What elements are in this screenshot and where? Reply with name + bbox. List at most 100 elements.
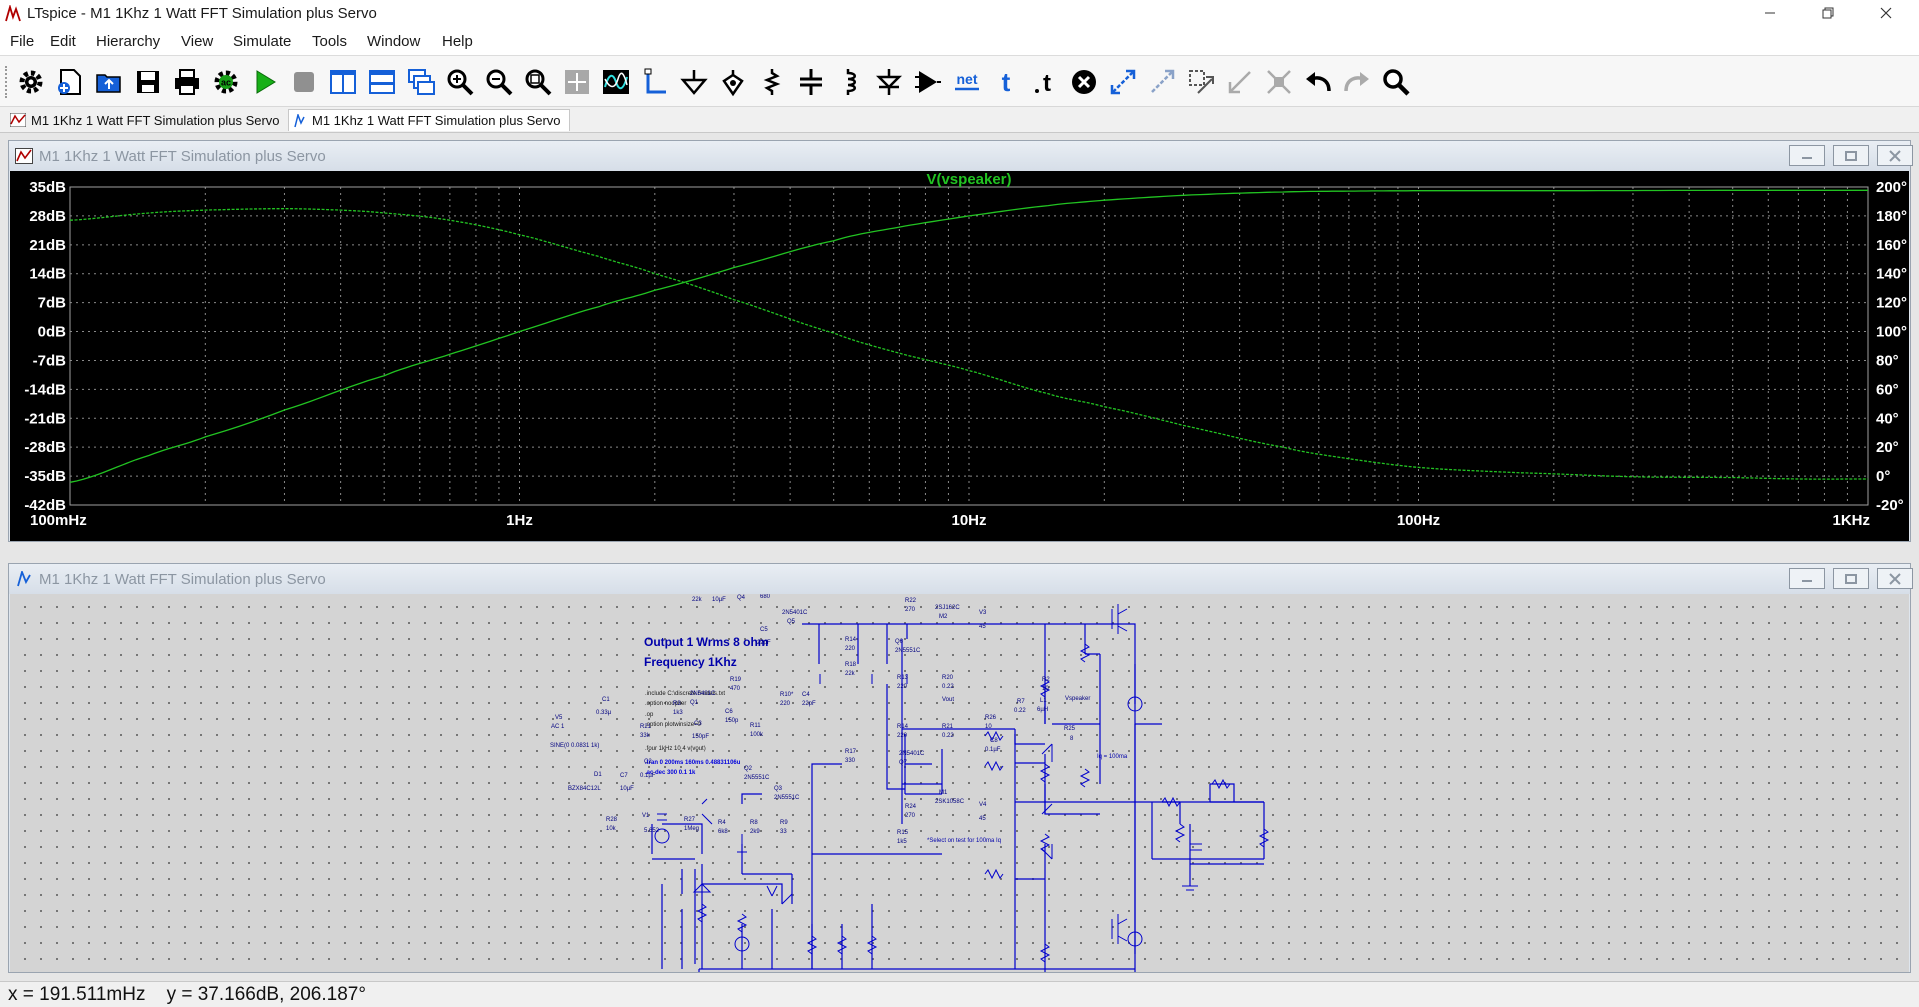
waveform-close-button[interactable]: [1877, 145, 1913, 166]
net-label-button[interactable]: [716, 65, 750, 99]
run-button[interactable]: [248, 65, 282, 99]
component-label: Q2: [744, 766, 753, 772]
menu-hierarchy[interactable]: Hierarchy: [96, 33, 161, 50]
title-bar: LTspice - M1 1Khz 1 Watt FFT Simulation …: [0, 0, 1919, 29]
note-iq[interactable]: Iq = 100ma: [1097, 754, 1128, 760]
schematic-title-frequency[interactable]: Frequency 1Khz: [644, 655, 737, 669]
note-select-on-test[interactable]: *Select on test for 100ma Iq: [927, 838, 1001, 844]
schematic-drawing[interactable]: Output 1 Wrms 8 ohm Frequency 1Khz .incl…: [10, 568, 1909, 981]
menu-edit[interactable]: Edit: [50, 33, 76, 50]
spice-directive-button[interactable]: t: [1028, 65, 1062, 99]
component-button[interactable]: [911, 65, 945, 99]
zoom-out-button[interactable]: [482, 65, 516, 99]
menu-view[interactable]: View: [181, 33, 214, 50]
inductor-button[interactable]: [833, 65, 867, 99]
cursor-readout: x = 191.511mHz y = 37.166dB, 206.187°: [8, 984, 366, 1005]
schematic-close-button[interactable]: [1877, 568, 1913, 589]
component-label: Q1: [690, 700, 699, 706]
component-label: 220: [780, 701, 791, 707]
waveform-plot[interactable]: 35dB28dB21dB14dB7dB0dB-7dB-14dB-21dB-28d…: [10, 171, 1909, 541]
find-button[interactable]: [1379, 65, 1413, 99]
settings-button[interactable]: [14, 65, 48, 99]
schematic-canvas[interactable]: Output 1 Wrms 8 ohm Frequency 1Khz .incl…: [10, 568, 1909, 981]
spice-directive-line[interactable]: .four 1kHz 10 4 v(vout): [645, 746, 706, 752]
stop-icon: [294, 72, 314, 92]
cut-button[interactable]: [1067, 65, 1101, 99]
tile-horizontal-button[interactable]: [365, 65, 399, 99]
pan-button[interactable]: [560, 65, 594, 99]
schematic-minimize-button[interactable]: [1789, 568, 1825, 589]
resistor-button[interactable]: [755, 65, 789, 99]
series-phase-line[interactable]: [69, 208, 1868, 480]
menu-window[interactable]: Window: [367, 33, 421, 50]
move-button[interactable]: [1106, 65, 1140, 99]
cascade-button[interactable]: [404, 65, 438, 99]
component-label: R2: [1042, 677, 1050, 683]
component-label: 8: [1070, 736, 1074, 742]
save-button[interactable]: [131, 65, 165, 99]
spice-directive-line[interactable]: .include C:\discrete models.txt: [645, 691, 725, 697]
close-button[interactable]: [1864, 0, 1908, 29]
spice-directive-line[interactable]: .op: [645, 712, 654, 718]
spice-directives[interactable]: .include C:\discrete models.txt .option n…: [645, 691, 741, 776]
toolbar-grip[interactable]: [5, 66, 10, 98]
tab-schematic[interactable]: M1 1Khz 1 Watt FFT Simulation plus Servo: [288, 109, 570, 131]
duplicate-button[interactable]: [1262, 65, 1296, 99]
schematic-window-title: M1 1Khz 1 Watt FFT Simulation plus Servo: [39, 571, 326, 588]
component-label: R28: [606, 817, 618, 823]
y-left-tick-label: -21dB: [24, 410, 66, 427]
wire-button[interactable]: [638, 65, 672, 99]
schematic-maximize-button[interactable]: [1833, 568, 1869, 589]
component-label: 5.652: [644, 828, 660, 834]
halt-button[interactable]: [287, 65, 321, 99]
print-button[interactable]: [170, 65, 204, 99]
redo-button[interactable]: [1340, 65, 1374, 99]
menu-tools[interactable]: Tools: [312, 33, 348, 50]
open-button[interactable]: [92, 65, 126, 99]
menu-simulate[interactable]: Simulate: [233, 33, 292, 50]
component-label: 2N5401C: [690, 691, 716, 697]
spice-directive-line[interactable]: .ac dec 300 0.1 1k: [645, 770, 696, 776]
waveform-view-button[interactable]: [599, 65, 633, 99]
drag-button[interactable]: [1145, 65, 1179, 99]
waveform-window-titlebar[interactable]: M1 1Khz 1 Watt FFT Simulation plus Servo: [9, 141, 1913, 171]
spice-directive-line[interactable]: .option plotwinsize=0: [645, 722, 702, 728]
series-magnitude-line[interactable]: [69, 189, 1868, 483]
rotate-button[interactable]: [1223, 65, 1257, 99]
spice-directive-line[interactable]: .tran 0 200ms 160ms 0.48831106u: [645, 760, 741, 766]
y-left-tick-label: 28dB: [29, 208, 66, 225]
zoom-out-icon: [486, 69, 513, 96]
y-left-tick-label: -28dB: [24, 439, 66, 456]
waveform-minimize-button[interactable]: [1789, 145, 1825, 166]
ground-button[interactable]: [677, 65, 711, 99]
schematic-title-output[interactable]: Output 1 Wrms 8 ohm: [644, 635, 768, 649]
schematic-window-titlebar[interactable]: M1 1Khz 1 Watt FFT Simulation plus Servo: [9, 564, 1913, 594]
menu-file[interactable]: File: [10, 33, 35, 50]
spice-directive-line[interactable]: .option noopiter: [645, 701, 686, 707]
mirror-button[interactable]: [1184, 65, 1218, 99]
capacitor-button[interactable]: [794, 65, 828, 99]
new-schematic-button[interactable]: [53, 65, 87, 99]
menu-help[interactable]: Help: [442, 33, 473, 50]
document-tab-bar: M1 1Khz 1 Watt FFT Simulation plus Servo…: [0, 107, 1919, 133]
duplicate-icon: [1267, 70, 1291, 94]
ac-analysis-button[interactable]: ac: [209, 65, 243, 99]
spice-net-button[interactable]: net: [950, 65, 984, 99]
tab-waveform[interactable]: M1 1Khz 1 Watt FFT Simulation plus Servo: [6, 109, 288, 131]
minimize-button[interactable]: [1748, 0, 1792, 29]
text-button[interactable]: t: [989, 65, 1023, 99]
component-label: R27: [684, 817, 696, 823]
waveform-maximize-button[interactable]: [1833, 145, 1869, 166]
trace-title[interactable]: V(vspeaker): [926, 171, 1011, 188]
zoom-fit-button[interactable]: [521, 65, 555, 99]
zoom-in-button[interactable]: [443, 65, 477, 99]
component-label: R18: [845, 662, 857, 668]
component-labels: R122kC910µF2N5401CQ4R5680R61002N5401CQ5C…: [550, 568, 1090, 845]
diode-button[interactable]: [872, 65, 906, 99]
restore-button[interactable]: [1806, 0, 1850, 29]
component-label: R4: [718, 820, 726, 826]
component-label: 10: [1042, 686, 1049, 692]
tile-vertical-button[interactable]: [326, 65, 360, 99]
undo-button[interactable]: [1301, 65, 1335, 99]
